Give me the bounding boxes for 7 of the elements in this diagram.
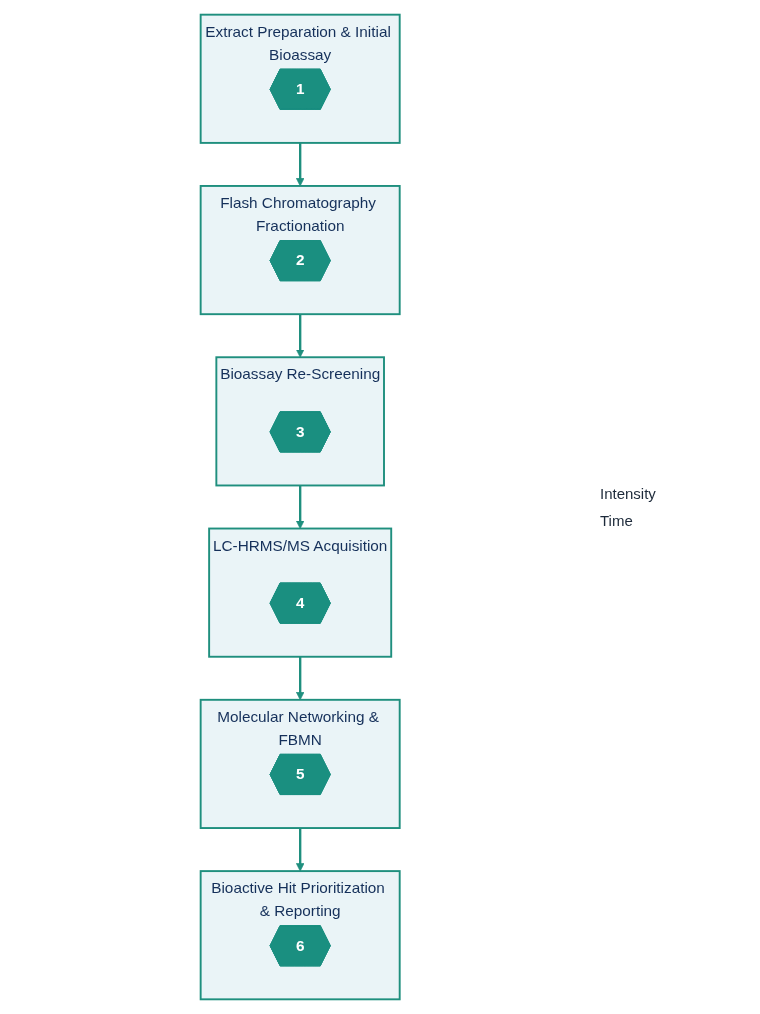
arrow [295, 485, 305, 529]
arrow [295, 656, 305, 701]
arrow [295, 314, 305, 358]
arrow [295, 828, 305, 872]
axis-label: Time [600, 512, 633, 529]
axis-label: Intensity [600, 485, 656, 502]
arrow [295, 142, 305, 187]
